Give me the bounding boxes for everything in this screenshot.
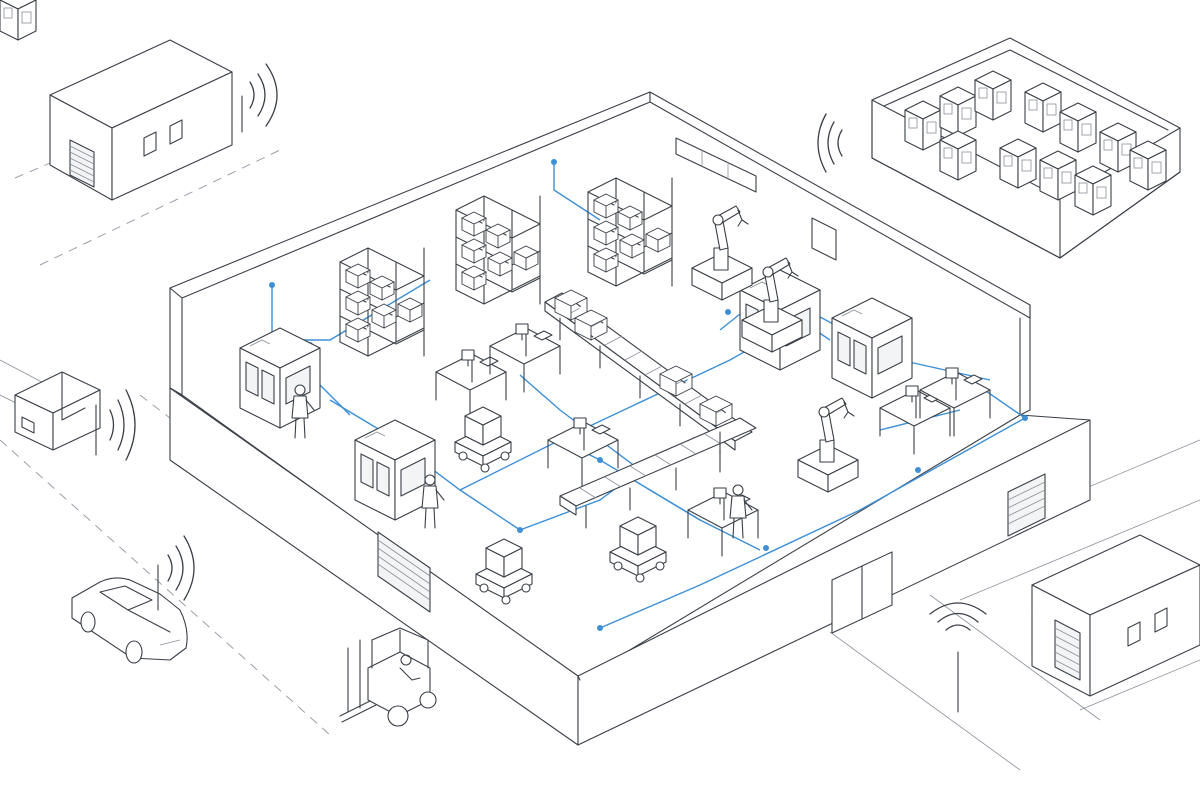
wireless-signal-icon [168,536,194,600]
warehouse-building-icon [50,40,232,200]
cnc-machine-icon [832,298,912,398]
wireless-signal-icon [818,114,842,172]
wireless-signal-icon [110,390,135,460]
wireless-signal-icon [250,64,277,126]
car-icon [72,578,187,663]
forklift-icon [340,628,436,726]
wireless-signal-icon [930,603,986,630]
guard-booth-icon [15,372,100,450]
